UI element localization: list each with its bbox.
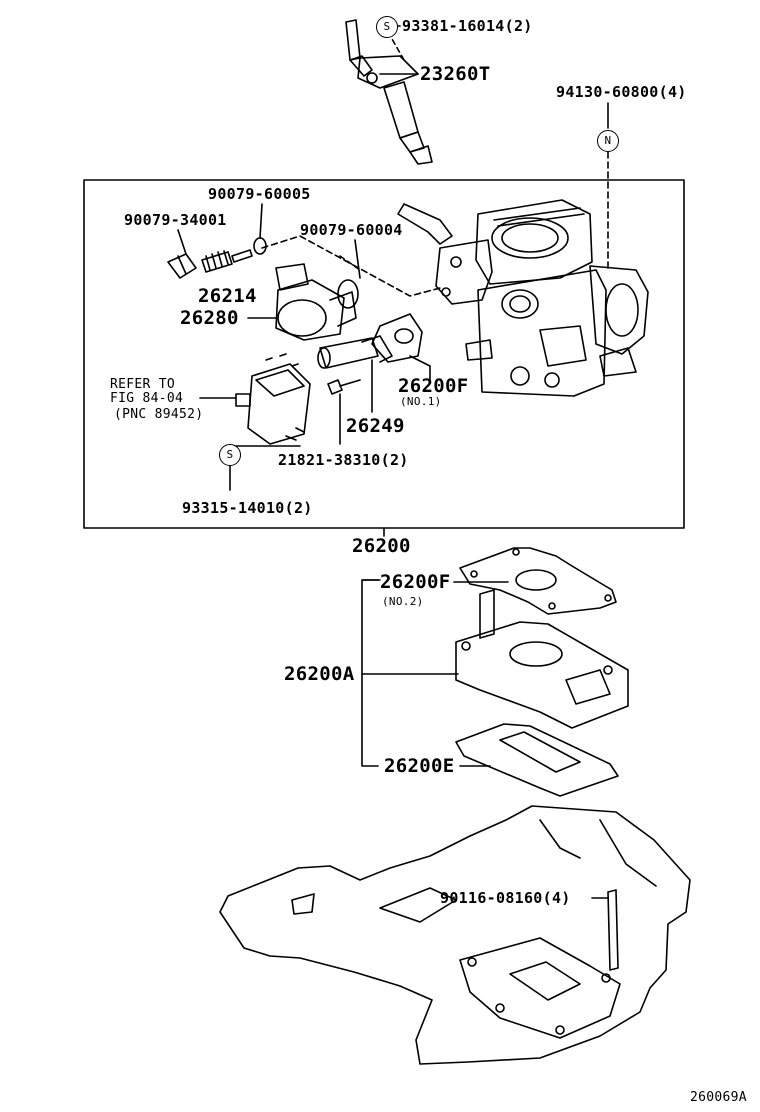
- label-26200: 26200: [352, 535, 411, 557]
- label-26280: 26280: [180, 307, 239, 329]
- intake-manifold: [219, 805, 691, 1065]
- label-90079-60005: 90079-60005: [208, 185, 311, 203]
- label-26200a: 26200A: [284, 663, 355, 685]
- spacer-26200a: [455, 589, 629, 729]
- control-module: [235, 353, 311, 445]
- oring-90079-60005: [253, 237, 267, 255]
- label-26200f-no1: 26200F: [398, 375, 469, 397]
- label-93315-14010: 93315-14010(2): [182, 499, 313, 517]
- refer-to-line: REFER TO: [110, 377, 176, 392]
- gasket-26200f-no2: [459, 547, 617, 615]
- label-no1: (NO.1): [400, 395, 442, 408]
- refer-fig-line: FIG 84-04: [110, 391, 184, 406]
- pipe-26249: [317, 335, 393, 413]
- label-21821-38310: 21821-38310(2): [278, 451, 409, 469]
- label-93381-16014: 93381-16014(2): [402, 17, 533, 35]
- stud-90116: [591, 889, 619, 971]
- nut-n-symbol: N: [597, 130, 619, 152]
- gasket-26200e: [455, 723, 619, 797]
- figure-code: 260069A: [690, 1090, 747, 1105]
- spring-26214: [201, 249, 253, 273]
- injector-23260t: [345, 19, 433, 165]
- bracket-lower-group: [361, 579, 379, 767]
- screw-s-symbol-bottom: S: [219, 444, 241, 466]
- label-26200e: 26200E: [384, 755, 455, 777]
- label-26249: 26249: [346, 415, 405, 437]
- isc-valve-26280: [247, 263, 357, 341]
- throttle-body: [397, 199, 649, 397]
- refer-pnc-line: (PNC 89452): [114, 407, 204, 422]
- label-23260t: 23260T: [420, 63, 491, 85]
- label-90079-60004: 90079-60004: [300, 221, 403, 239]
- bolt-21821: [327, 379, 361, 445]
- screw-s-symbol-top: S: [376, 16, 398, 38]
- screw-90079-34001: [167, 229, 197, 279]
- label-90116-08160: 90116-08160(4): [440, 889, 571, 907]
- gasket-26200f-no1: [371, 313, 431, 383]
- label-90079-34001: 90079-34001: [124, 211, 227, 229]
- label-26200f-no2: 26200F: [380, 571, 451, 593]
- label-no2: (NO.2): [382, 595, 424, 608]
- label-26214: 26214: [198, 285, 257, 307]
- label-94130-60800: 94130-60800(4): [556, 83, 687, 101]
